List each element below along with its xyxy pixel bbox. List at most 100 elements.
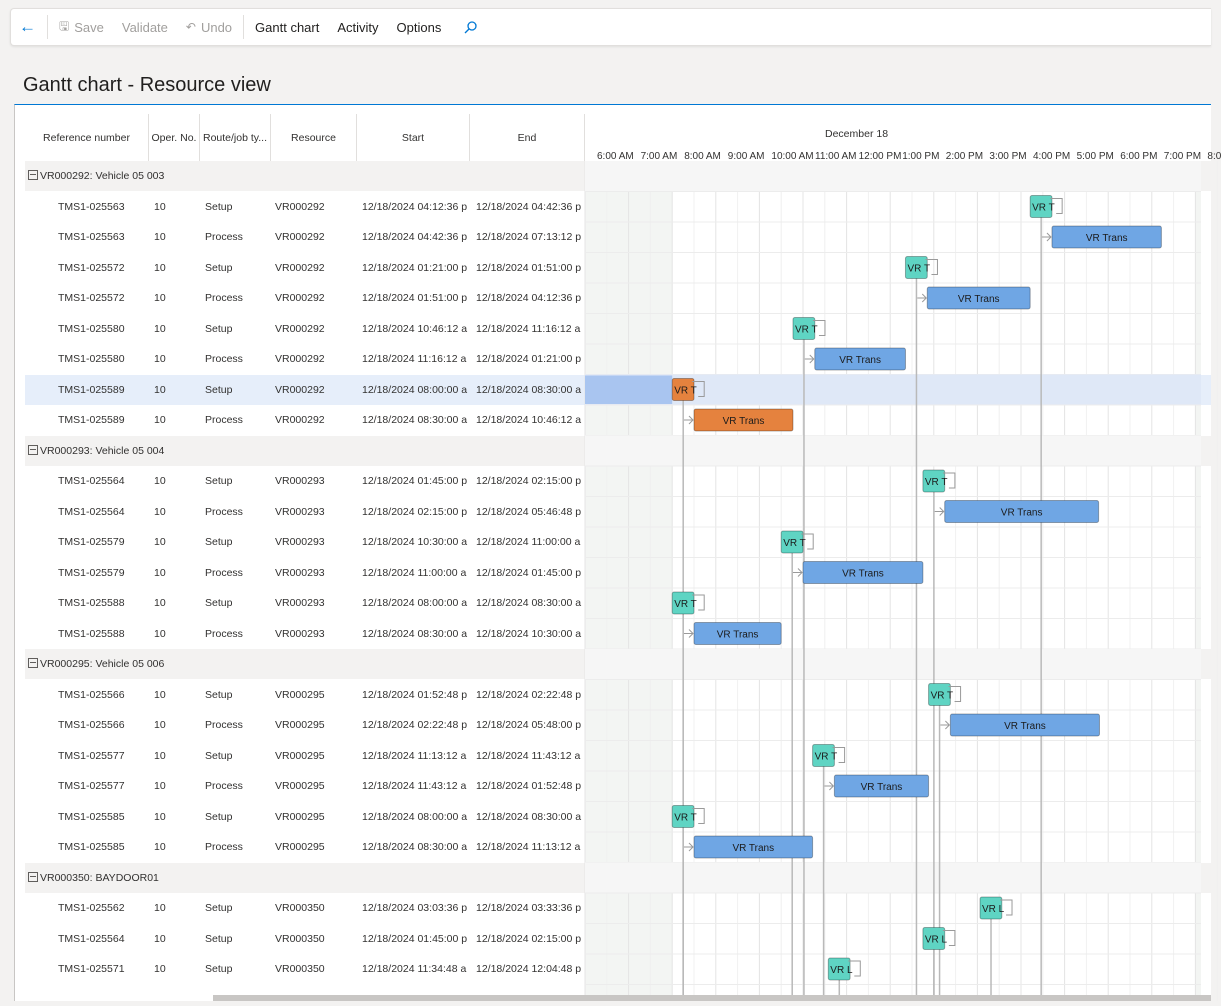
gantt-bar-rect[interactable] [812, 744, 835, 767]
gantt-bar-rect[interactable] [792, 317, 816, 340]
back-arrow-icon[interactable]: ← [19, 17, 36, 36]
cell-start: 12/18/2024 01:45:00 p [362, 932, 468, 945]
cell-start: 12/18/2024 01:52:48 p [362, 688, 468, 701]
process-bar[interactable]: VR Trans [1051, 225, 1162, 249]
process-bar[interactable]: VR Trans [944, 500, 1100, 523]
setup-bar[interactable]: VR T [928, 683, 954, 706]
toolbar-divider [47, 15, 48, 39]
process-bar[interactable]: VR Trans [693, 835, 814, 859]
gantt-bar-rect[interactable] [693, 622, 782, 645]
gantt-bar-rect[interactable] [1051, 225, 1162, 249]
process-bar[interactable]: VR Trans [949, 713, 1100, 737]
gantt-bar-rect[interactable] [814, 347, 906, 371]
setup-bar[interactable]: VR L [979, 896, 1005, 920]
column-header-start[interactable]: Start [357, 114, 470, 161]
process-bar[interactable]: VR Trans [833, 774, 930, 798]
dependency-connector [942, 930, 956, 946]
gantt-bar-rect[interactable] [827, 957, 851, 981]
gantt-bar-rect[interactable] [1029, 195, 1053, 218]
column-header-resource[interactable]: Resource [271, 114, 357, 161]
column-header-end[interactable]: End [470, 114, 585, 161]
setup-bar[interactable]: VR T [780, 530, 806, 554]
column-header-route-job-type[interactable]: Route/job ty... [200, 114, 271, 161]
setup-bar[interactable]: VR T [671, 805, 697, 828]
gantt-bar-rect[interactable] [944, 500, 1100, 523]
setup-bar[interactable]: VR T [922, 469, 948, 493]
search-icon[interactable] [450, 9, 491, 45]
cell-end: 12/18/2024 01:45:00 p [476, 566, 582, 579]
setup-bar[interactable]: VR T [671, 591, 697, 615]
gantt-bar-rect[interactable] [671, 378, 695, 401]
gantt-bar-rect[interactable] [693, 835, 814, 859]
gantt-bar-rect[interactable] [693, 408, 794, 432]
validate-button[interactable]: Validate [113, 9, 177, 45]
gantt-bar-rect[interactable] [922, 469, 946, 493]
options-tab[interactable]: Options [388, 9, 451, 45]
process-bar[interactable]: VR Trans [802, 561, 924, 584]
save-button[interactable]: 🖫 Save [50, 9, 113, 45]
setup-bar[interactable]: VR L [922, 927, 948, 950]
gantt-bar-rect[interactable] [904, 256, 928, 279]
gantt-bar-rect[interactable] [928, 683, 951, 706]
setup-bar[interactable]: VR T [1029, 195, 1055, 218]
gantt-bar-rect[interactable] [802, 561, 924, 584]
timeline-tick-label: 1:00 PM [902, 151, 940, 162]
setup-bar[interactable]: VR T [812, 744, 838, 767]
activity-tab[interactable]: Activity [328, 9, 387, 45]
gantt-chart-tab[interactable]: Gantt chart [246, 9, 328, 45]
cell-resource: VR000293 [275, 505, 325, 518]
cell-resource: VR000292 [275, 414, 325, 426]
collapse-icon[interactable] [28, 170, 38, 180]
undo-button[interactable]: ↶ Undo [177, 9, 241, 45]
gantt-bar-rect[interactable] [671, 805, 695, 828]
column-header-reference-number[interactable]: Reference number [25, 114, 149, 161]
cell-start: 12/18/2024 08:30:00 a [362, 414, 468, 426]
gantt-bar-rect[interactable] [979, 896, 1003, 920]
toolbar-divider [243, 15, 245, 39]
column-header-oper-no[interactable]: Oper. No. [149, 114, 200, 161]
group-label-text: VR000292: Vehicle 05 003 [40, 170, 165, 182]
setup-bar[interactable]: VR T [671, 378, 697, 401]
horizontal-scrollbar[interactable] [15, 995, 1211, 1001]
gantt-bar-rect[interactable] [833, 774, 930, 798]
collapse-icon[interactable] [28, 444, 38, 455]
collapse-icon[interactable] [28, 658, 38, 668]
gantt-bar-rect[interactable] [949, 713, 1100, 737]
setup-bar[interactable]: VR T [792, 317, 818, 340]
setup-bar[interactable]: VR T [904, 256, 930, 279]
process-bar[interactable]: VR Trans [926, 286, 1031, 310]
process-bar[interactable]: VR Trans [814, 347, 906, 371]
process-bar[interactable]: VR Trans [693, 408, 794, 432]
process-bar[interactable]: VR Trans [693, 622, 782, 645]
gantt-bar-rect[interactable] [922, 927, 946, 950]
setup-bar[interactable]: VR L [827, 957, 853, 981]
collapse-icon[interactable] [28, 871, 38, 882]
scrollbar-thumb[interactable] [213, 995, 1211, 1001]
gantt-bar-rect[interactable] [671, 591, 695, 615]
gantt-bar-rect[interactable] [926, 286, 1031, 310]
timeline-tick-label: 9:00 AM [727, 151, 765, 162]
gantt-bar-rect[interactable] [780, 530, 804, 554]
